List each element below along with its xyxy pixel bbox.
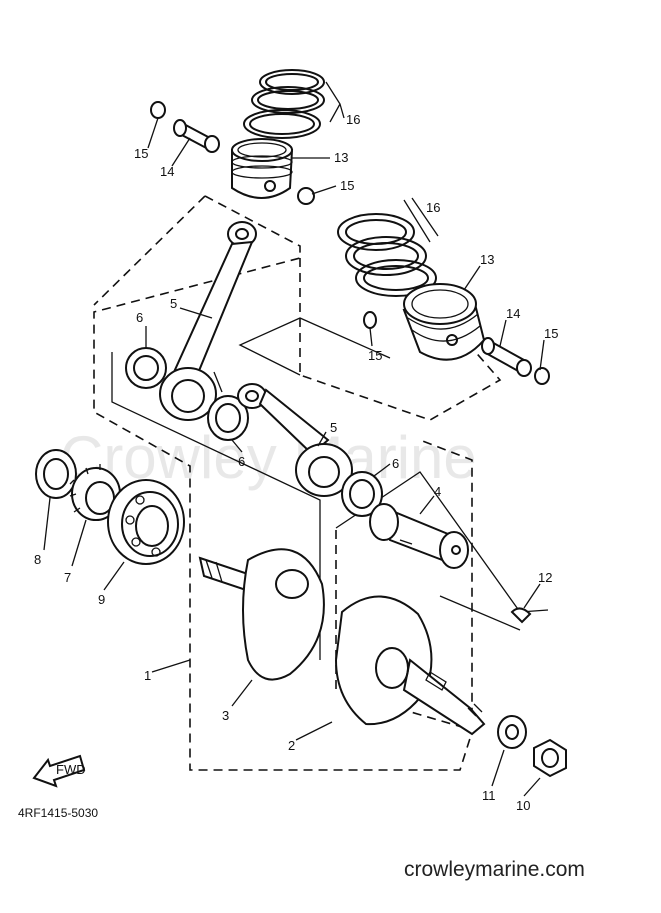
callout-12: 12 [538, 570, 552, 585]
callout-16-second: 16 [426, 200, 440, 215]
callout-13-second: 13 [480, 252, 494, 267]
oil-seal [35, 449, 77, 499]
piston-top [231, 138, 294, 199]
callout-5-lower: 5 [330, 420, 337, 435]
callout-6-left: 6 [136, 310, 143, 325]
crank-pin [369, 503, 469, 569]
callout-2: 2 [288, 738, 295, 753]
leader-lines [43, 117, 545, 797]
callout-1: 1 [144, 668, 151, 683]
callout-15-right: 15 [544, 326, 558, 341]
callout-labels: 15 14 16 13 15 16 13 14 15 15 5 6 5 6 6 … [34, 112, 558, 813]
bearing [107, 479, 185, 565]
outline-second-piston [299, 258, 502, 421]
washer-right [341, 471, 383, 517]
piston-rings-top [243, 69, 345, 139]
callout-16-top: 16 [346, 112, 360, 127]
bracket-rod-mid [238, 317, 391, 376]
fwd-label: FWD [56, 762, 86, 777]
callout-14-second: 14 [506, 306, 520, 321]
callout-3: 3 [222, 708, 229, 723]
woodruff-key [510, 607, 532, 624]
callout-15-mid: 15 [340, 178, 354, 193]
connecting-rod-lower [237, 383, 353, 497]
piston-second [402, 283, 486, 361]
callout-6-middle: 6 [238, 454, 245, 469]
washer [497, 715, 527, 749]
callout-4: 4 [434, 484, 441, 499]
gear [69, 464, 121, 521]
diagram-code: 4RF1415-5030 [18, 806, 99, 820]
crank-half-right [334, 595, 486, 736]
callout-11: 11 [482, 788, 496, 803]
callout-13-top: 13 [334, 150, 348, 165]
watermark: Crowley Marine [60, 424, 477, 491]
callout-15-lower: 15 [368, 348, 382, 363]
nut [533, 738, 567, 778]
outline-crank-assembly [93, 195, 473, 771]
piston-rings-second [337, 197, 439, 297]
callout-10: 10 [516, 798, 530, 813]
fwd-arrow: FWD [32, 754, 86, 788]
callout-15-top: 15 [134, 146, 148, 161]
connecting-rod-upper [159, 221, 257, 421]
callout-7: 7 [64, 570, 71, 585]
outline-top-left [93, 195, 206, 306]
washer-left [125, 347, 167, 389]
callout-8: 8 [34, 552, 41, 567]
callout-5-upper: 5 [170, 296, 177, 311]
footer-site-name: crowleymarine.com [404, 858, 585, 881]
callout-9: 9 [98, 592, 105, 607]
washer-middle [207, 395, 249, 441]
callout-14-top: 14 [160, 164, 174, 179]
callout-6-right: 6 [392, 456, 399, 471]
crank-half-left [198, 548, 325, 681]
bracket-pin [439, 595, 521, 631]
